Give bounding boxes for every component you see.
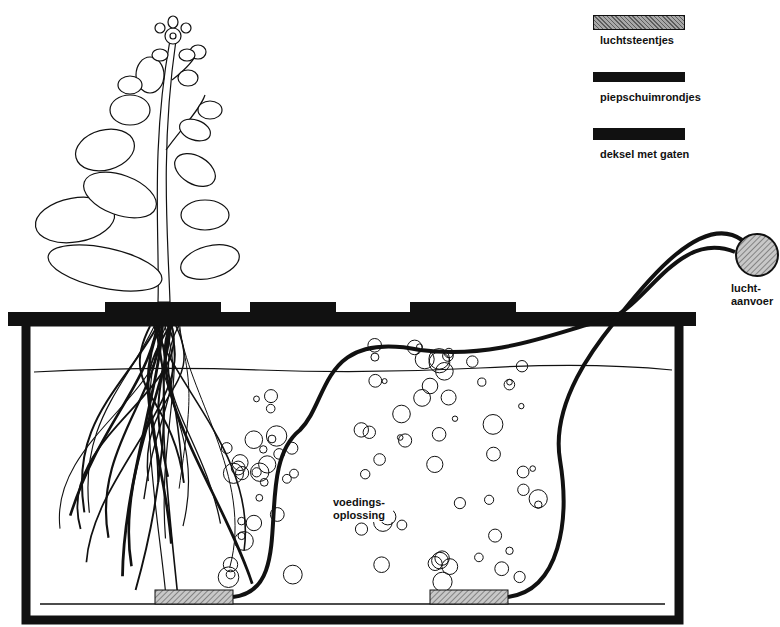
legend-text: deksel met gaten: [600, 148, 689, 161]
air-stone: [430, 590, 508, 604]
part-label: lucht- aanvoer: [731, 282, 777, 308]
plant: [32, 16, 243, 302]
air-pump: [736, 234, 778, 276]
legend-swatch: [593, 15, 685, 30]
air-stone: [155, 590, 233, 604]
legend-swatch: [593, 72, 685, 82]
legend-text: piepschuimrondjes: [600, 91, 701, 104]
air-tube: [233, 233, 742, 597]
foam-disc: [410, 302, 516, 314]
air-bubbles: [218, 339, 547, 592]
roots: [59, 326, 252, 595]
foam-disc: [250, 302, 336, 314]
part-label: voedings- oplossing: [333, 496, 393, 522]
legend-text: luchtsteentjes: [600, 34, 674, 47]
foam-disc: [105, 302, 221, 314]
legend-swatch: [593, 128, 685, 140]
